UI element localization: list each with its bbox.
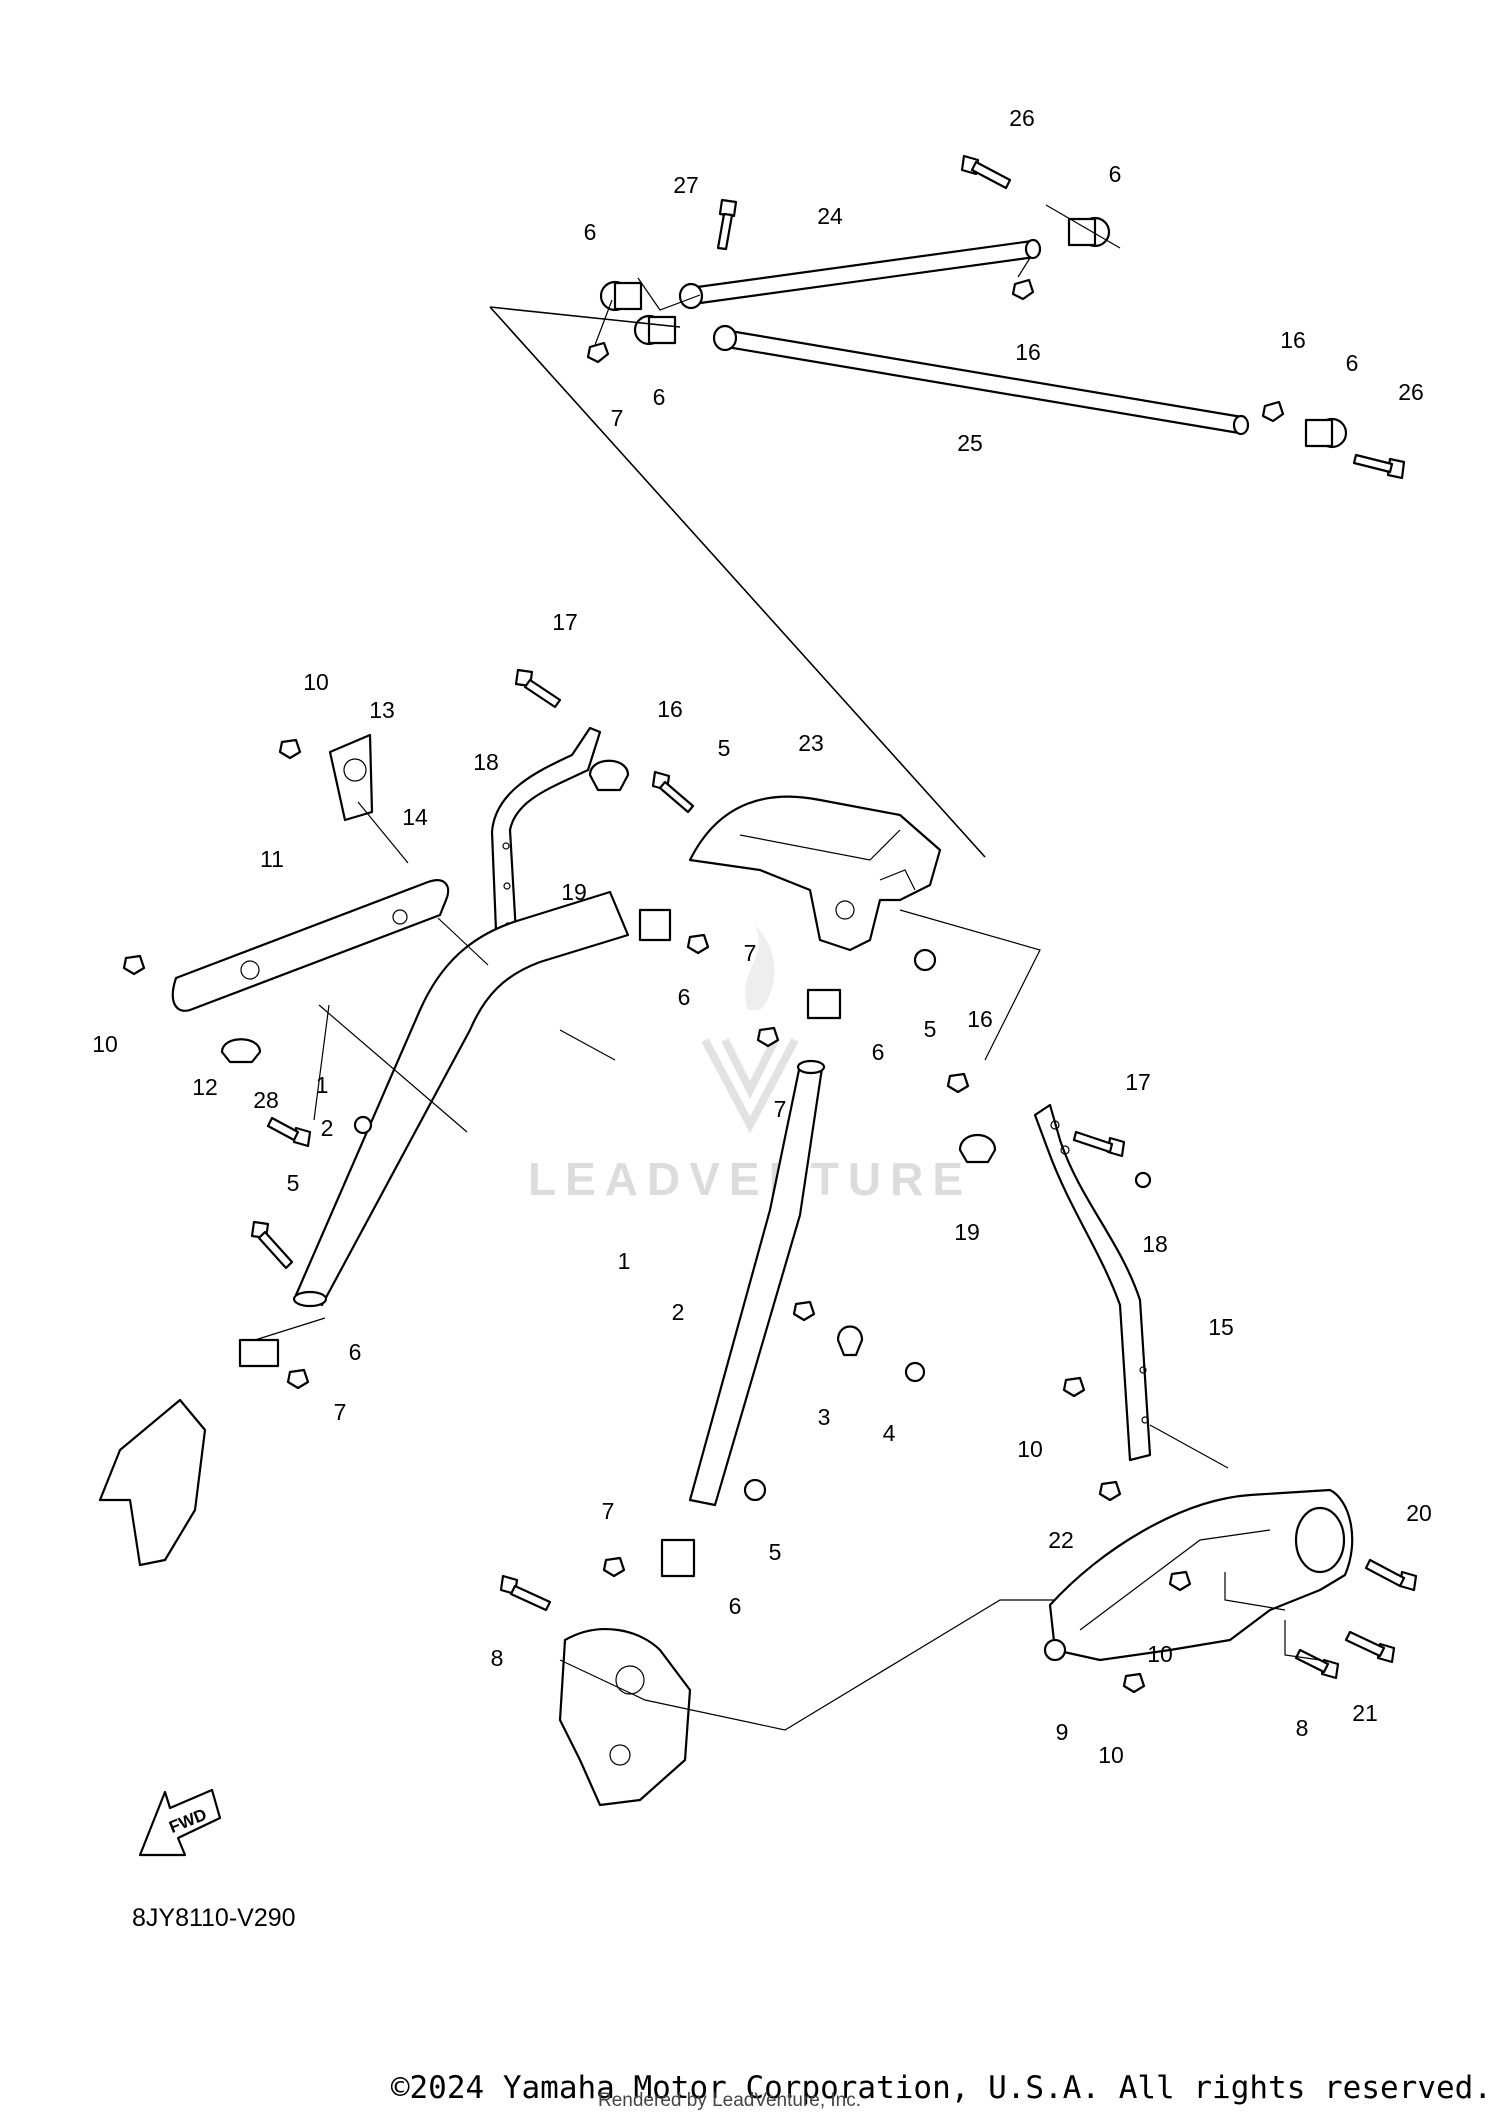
fwd-arrow: FWD [138,1788,222,1857]
callout-5-mid: 5 [924,1016,937,1042]
callout-17-right: 17 [1125,1069,1151,1095]
callout-6-center-clamp: 6 [872,1039,885,1065]
callout-1-center: 1 [618,1248,631,1274]
callout-10-upper-left: 10 [303,669,329,695]
callout-26-top: 26 [1009,105,1035,131]
callout-19-right: 19 [954,1219,980,1245]
nut-16-right [1261,400,1285,423]
callout-16-top-right: 16 [1280,327,1306,353]
callout-15: 15 [1208,1314,1234,1340]
callout-26-right: 26 [1398,379,1424,405]
callout-16-right: 16 [967,1006,993,1032]
callout-6-right: 6 [1346,350,1359,376]
callout-10-lower-right: 10 [1147,1641,1173,1667]
right-rear-rops [946,1072,1229,1469]
callout-6-low-clamp: 6 [729,1593,742,1619]
callout-14: 14 [402,804,428,830]
center-front-rops [499,795,1418,1807]
watermark-text: LEADVENTURE [528,1153,972,1205]
callout-6-top-right: 6 [1109,161,1122,187]
callout-16-top: 16 [1015,339,1041,365]
callout-6-top-left: 6 [584,219,597,245]
callout-10-bottom: 10 [1098,1742,1124,1768]
callout-16-left: 16 [657,696,683,722]
callout-18-right: 18 [1142,1231,1168,1257]
bolt-27 [716,198,738,251]
callout-2-center: 2 [672,1299,685,1325]
callout-11: 11 [260,846,284,872]
callout-21: 21 [1352,1700,1378,1726]
callout-22: 22 [1048,1527,1074,1553]
callout-10-left: 10 [92,1031,118,1057]
callout-7-low: 7 [602,1498,615,1524]
callout-8-center: 8 [491,1645,504,1671]
bolt-26-top [960,154,1012,190]
callout-7-left: 7 [334,1399,347,1425]
watermark-logo-icon [701,925,799,1134]
callout-5-upper: 5 [718,735,731,761]
callout-19-left: 19 [561,879,587,905]
callout-23: 23 [798,730,824,756]
callout-7-center: 7 [774,1096,787,1122]
callout-18-left: 18 [473,749,499,775]
callout-3: 3 [818,1404,831,1430]
callout-6-top-mid: 6 [653,384,666,410]
fwd-arrow-icon [138,1788,222,1857]
callout-7-top: 7 [611,405,624,431]
upper-cross-tubes [586,154,1406,480]
callout-13: 13 [369,697,395,723]
callout-7-upper: 7 [744,940,757,966]
callout-27: 27 [673,172,699,198]
callout-6-left-clamp: 6 [349,1339,362,1365]
callout-4: 4 [883,1420,896,1446]
callout-6-upper-clamp: 6 [678,984,691,1010]
callout-25: 25 [957,430,983,456]
callout-5-low: 5 [769,1539,782,1565]
nut-16-top [1011,278,1035,301]
callout-28: 28 [253,1087,279,1113]
diagram-code: 8JY8110-V290 [132,1904,296,1932]
callout-24: 24 [817,203,843,229]
callout-1-left: 1 [316,1072,329,1098]
callout-12: 12 [192,1074,218,1100]
copyright: ©2024 Yamaha Motor Corporation, U.S.A. A… [390,2070,1492,2106]
callout-20: 20 [1406,1500,1432,1526]
callout-17-left: 17 [552,609,578,635]
callout-numbers: 1 1 2 2 3 4 5 5 5 5 6 6 6 6 6 6 6 6 7 7 … [92,105,1432,1768]
nut-7-top [586,341,610,364]
watermark: LEADVENTURE [528,925,972,1205]
callout-10-right: 10 [1017,1436,1043,1462]
callout-9: 9 [1056,1719,1069,1745]
callout-8-right: 8 [1296,1715,1309,1741]
rendered-by: Rendered by LeadVenture, Inc. [598,2090,862,2111]
callout-5-left: 5 [287,1170,300,1196]
left-rear-rops [98,668,695,1567]
callout-2-left: 2 [321,1115,334,1141]
bolt-26-right [1352,453,1406,480]
